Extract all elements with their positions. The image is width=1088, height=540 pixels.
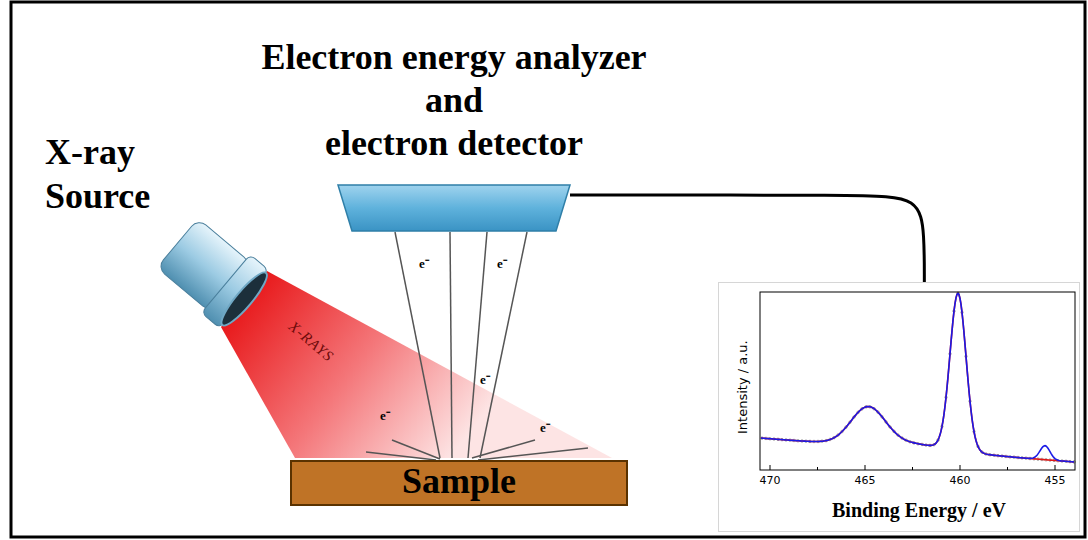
- axis-tick-label: 460: [950, 474, 971, 487]
- label-line: Electron energy analyzer: [194, 36, 714, 79]
- measured-curve: [761, 293, 1074, 462]
- axis-tick-label: 470: [760, 474, 781, 487]
- electron-label: e⁻: [540, 418, 550, 436]
- axis-title: Binding Energy / eV: [758, 498, 1080, 522]
- node-outline: [150, 222, 275, 322]
- sample-body: [291, 461, 627, 505]
- electron-label: e⁻: [419, 254, 429, 272]
- axis-tick-label: 465: [855, 474, 876, 487]
- electron-label: e⁻: [480, 370, 490, 388]
- label-line: and: [194, 79, 714, 122]
- chart-panel: [719, 283, 1080, 532]
- spectrum-plot: [760, 292, 1075, 470]
- beam-label: X-RAYS: [285, 318, 337, 365]
- node-label: X-ray Source: [45, 130, 195, 218]
- analyzer-detector: Electron energy analyzer and electron de…: [338, 185, 570, 231]
- node-label: Sample: [290, 460, 628, 502]
- label-line: electron detector: [194, 122, 714, 165]
- fit-curve: [761, 293, 1074, 462]
- x-ray-source: X-ray Source: [150, 222, 275, 322]
- data-points: [761, 292, 1076, 463]
- node-outline: [338, 185, 570, 231]
- x-ray-tube: [153, 214, 275, 333]
- sample-slab: Sample: [290, 460, 628, 506]
- signal-cable: [570, 195, 924, 282]
- plot-frame: [760, 292, 1075, 470]
- xps-spectrum-chart: Intensity / a.u. Binding Energy / eV: [718, 282, 1080, 532]
- x-ray-beam: [221, 271, 612, 458]
- node-label: Electron energy analyzer and electron de…: [194, 36, 714, 165]
- node-outline: [718, 282, 1080, 532]
- electron-paths: [366, 232, 588, 460]
- node-label: Intensity / a.u.: [736, 340, 750, 434]
- electron-label: e⁻: [380, 406, 390, 424]
- electron-label: e⁻: [497, 254, 507, 272]
- outer-frame: [11, 2, 1085, 537]
- axis-tick-label: 455: [1045, 474, 1066, 487]
- analyzer-body: [338, 185, 570, 231]
